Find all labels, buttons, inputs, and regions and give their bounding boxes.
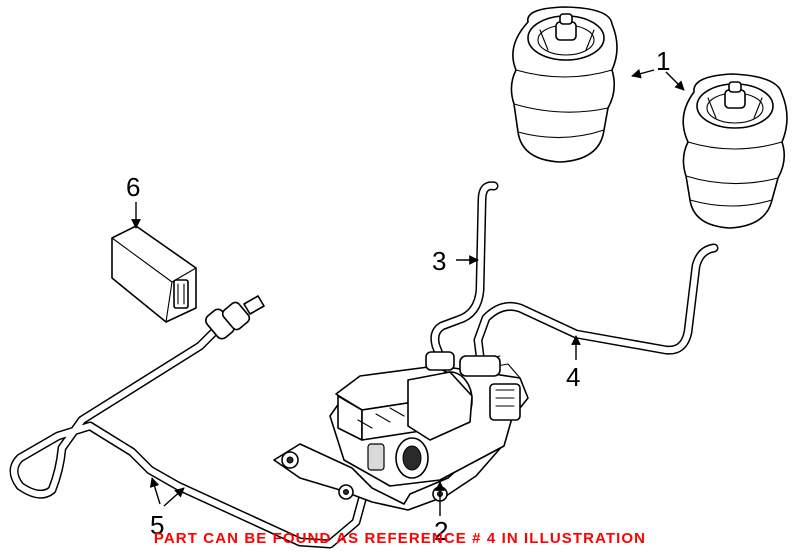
callout-3: 3 (432, 246, 446, 276)
leader-5b (163, 487, 185, 507)
leader-1a (631, 68, 655, 79)
air-line-5[interactable] (9, 295, 367, 549)
callout-5: 5 (150, 510, 164, 540)
callout-6: 6 (126, 172, 140, 202)
air-line-4[interactable] (473, 243, 719, 361)
leader-lines (131, 68, 685, 516)
callout-1: 1 (656, 46, 670, 76)
callout-2: 2 (434, 516, 448, 546)
reference-note: PART CAN BE FOUND AS REFERENCE # 4 IN IL… (154, 530, 646, 547)
air-spring-right[interactable] (682, 73, 788, 229)
control-module[interactable] (111, 225, 197, 323)
air-spring-left[interactable] (510, 6, 618, 163)
leader-1b (665, 71, 685, 91)
callout-4: 4 (566, 362, 580, 392)
leader-5a (149, 477, 161, 505)
air-line-3[interactable] (430, 181, 499, 361)
compressor-unit[interactable] (273, 351, 529, 511)
